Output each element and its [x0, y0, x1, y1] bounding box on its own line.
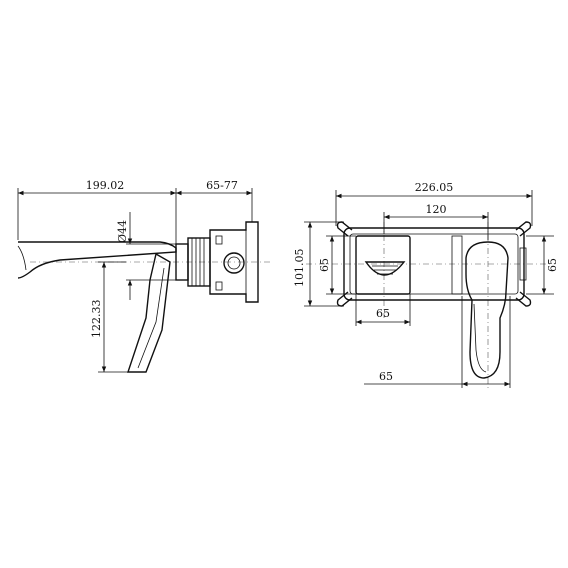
dim-plate-width: 226.05	[415, 181, 454, 194]
handle-front-outline	[465, 241, 509, 379]
wall-box-outline	[209, 221, 259, 303]
lever-handle-edge	[137, 267, 165, 369]
dim-spout-width: 65	[376, 307, 390, 320]
body-threads	[191, 238, 205, 286]
dim-diameter: Ø44	[116, 220, 129, 243]
handle-front-edge	[473, 303, 487, 373]
side-view: 199.02 65-77 Ø44 122.33	[17, 179, 272, 373]
spout-outlet	[17, 245, 27, 271]
inlet-circle-inner	[227, 256, 241, 270]
front-view: 226.05 120 101.05 65 65 65 65	[293, 181, 559, 390]
dim-handle-width: 65	[379, 370, 393, 383]
spout-outlet-front	[364, 261, 406, 276]
dim-plate-height: 101.05	[293, 249, 306, 288]
box-lug-bottom	[215, 281, 223, 291]
dim-spout-length: 199.02	[86, 179, 125, 192]
dim-handle-height: 122.33	[90, 300, 103, 339]
wall-plate-outer	[343, 227, 525, 301]
outlet-aerator-lines	[372, 265, 398, 275]
spout-front-body	[355, 235, 411, 295]
dim-body-centers: 120	[426, 203, 447, 216]
dim-right-height: 65	[546, 258, 559, 272]
wall-plate-inner	[349, 233, 519, 295]
dim-spout-height: 65	[318, 258, 331, 272]
inlet-circle-outer	[223, 252, 245, 274]
box-lug-top	[215, 235, 223, 245]
handle-escutcheon	[451, 235, 463, 295]
dim-wall-depth: 65-77	[206, 179, 238, 192]
lever-handle-outline	[127, 252, 171, 373]
plate-side-tab	[519, 247, 527, 281]
